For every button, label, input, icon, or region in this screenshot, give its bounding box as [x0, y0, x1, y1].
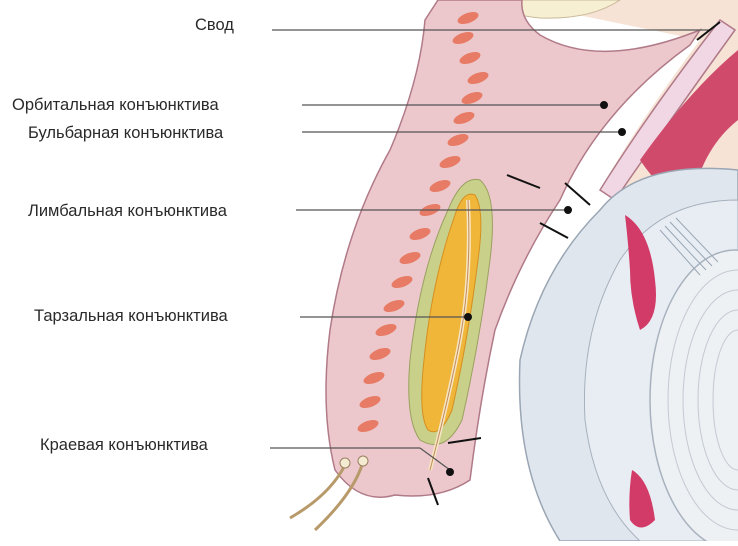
tick-limbal: [540, 223, 568, 238]
label-tarsal-conjunctiva: Тарзальная конъюнктива: [34, 308, 228, 325]
label-orbital-conjunctiva: Орбитальная конъюнктива: [12, 97, 219, 114]
tick-bulbar-limbal-2: [565, 183, 590, 205]
dot-limbal: [565, 207, 572, 214]
dot-marginal: [447, 469, 454, 476]
dot-tarsal: [465, 314, 472, 321]
dot-orbital: [601, 102, 608, 109]
label-limbal-conjunctiva: Лимбальная конъюнктива: [28, 203, 227, 220]
label-fornix: Свод: [195, 17, 234, 34]
label-marginal-conjunctiva: Краевая конъюнктива: [40, 437, 208, 454]
label-bulbar-conjunctiva: Бульбарная конъюнктива: [28, 125, 223, 142]
dot-bulbar: [619, 129, 626, 136]
